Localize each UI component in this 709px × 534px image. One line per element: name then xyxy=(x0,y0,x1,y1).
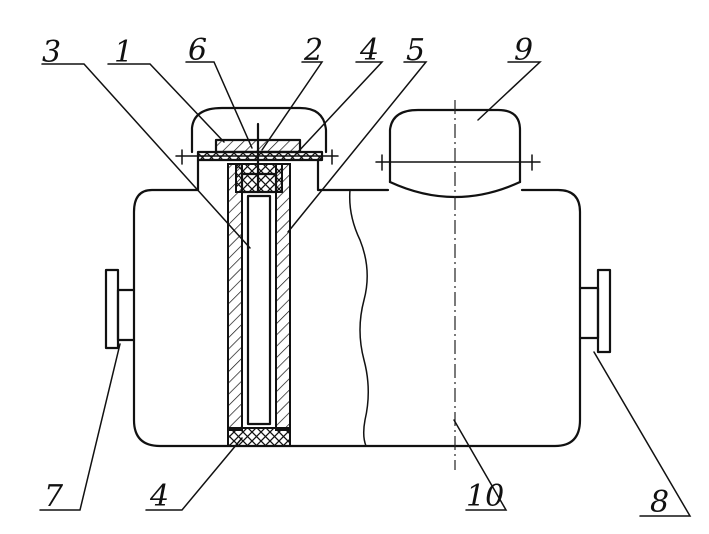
right-cover xyxy=(375,108,541,199)
label-part-4-bottom: 4 xyxy=(149,479,169,514)
outlet-nozzle xyxy=(578,268,612,354)
label-part-1: 1 xyxy=(114,35,133,70)
label-part-9: 9 xyxy=(514,33,533,68)
label-part-4-top: 4 xyxy=(359,33,379,68)
top-flange xyxy=(196,122,324,194)
filter-cartridge xyxy=(227,163,291,447)
label-part-10: 10 xyxy=(466,479,504,514)
tank-body xyxy=(132,158,582,448)
inlet-nozzle xyxy=(104,268,136,350)
label-part-6: 6 xyxy=(188,33,207,68)
label-part-8: 8 xyxy=(650,485,669,520)
label-part-3: 3 xyxy=(42,35,61,70)
label-part-5: 5 xyxy=(406,33,425,68)
leader-lines xyxy=(39,61,692,517)
label-part-2: 2 xyxy=(303,33,323,68)
label-part-7: 7 xyxy=(44,479,64,514)
